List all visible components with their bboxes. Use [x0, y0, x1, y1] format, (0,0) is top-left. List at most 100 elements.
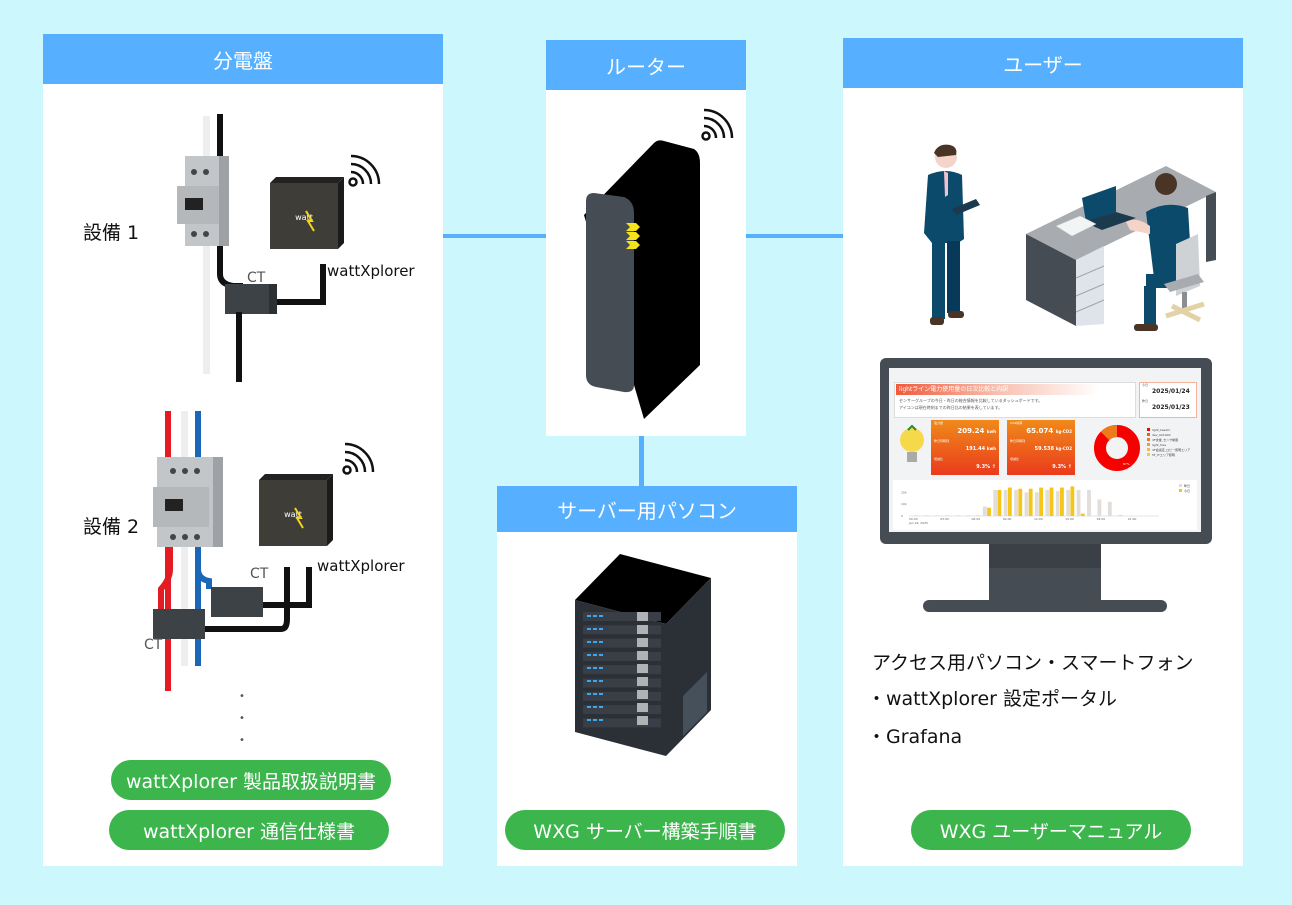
equipment-1-label: 設備 1 [83, 222, 140, 244]
donut-percent-label: 87% [1123, 462, 1130, 466]
server-led [587, 719, 591, 721]
user-list-item-portal: ・wattXplorer 設定ポータル [867, 688, 1117, 710]
server-header: サーバー用パソコン [497, 486, 797, 532]
server-led [599, 615, 603, 617]
server-led [587, 706, 591, 708]
ct-1-label: CT [247, 270, 266, 286]
energy-yesterday-label: 昨日同時刻 [934, 439, 950, 443]
server-led [599, 680, 603, 682]
device-2-label: wattXplorer [317, 557, 405, 575]
server-drive-bay [637, 677, 648, 686]
bar-today [1018, 488, 1023, 516]
chart-legend-item: 昨日 [1179, 484, 1190, 489]
server-led [587, 628, 591, 630]
bar-yesterday [1076, 489, 1081, 516]
server-led [587, 667, 591, 669]
bar-today [1028, 488, 1033, 516]
server-setup-guide-button[interactable]: WXG サーバー構築手順書 [505, 810, 785, 850]
wifi-icon [348, 154, 381, 187]
x-tick-label: 12:00 [1034, 517, 1043, 521]
server-led [593, 706, 597, 708]
bar-today [997, 489, 1002, 516]
donut-chart [1094, 425, 1140, 471]
energy-card: 電力量 209.24 kwh 昨日同時刻 191.44 kwh 増減比 9.3%… [931, 420, 999, 475]
donut-legend-item: light_free [1147, 443, 1190, 448]
server-drive-bay [637, 664, 648, 673]
router-panel: ルーター [546, 40, 746, 436]
communication-spec-button[interactable]: wattXplorer 通信仕様書 [109, 810, 389, 850]
user-list-item-grafana: ・Grafana [867, 726, 963, 748]
dashboard-title-box: lightライン電力使用量の日次比較と内訳 センサーグループの今日・昨日の総合情… [894, 382, 1136, 418]
bar-today [1007, 487, 1012, 516]
bar-today [1070, 486, 1075, 516]
bar-yesterday [1045, 489, 1050, 516]
donut-legend-item: light_kasahi [1147, 428, 1190, 433]
server-drive-bay [637, 690, 648, 699]
server-led [593, 667, 597, 669]
device-1-label: wattXplorer [327, 262, 415, 280]
server-drive-bay [637, 625, 648, 634]
energy-label: 電力量 [934, 421, 944, 425]
equipment-2-label: 設備 2 [83, 516, 140, 538]
y-tick-label: 10k [901, 502, 907, 506]
connector-router-user [746, 234, 843, 238]
wifi-icon [701, 108, 734, 141]
chart-legend-item: 今日 [1179, 489, 1190, 494]
bar-yesterday [1066, 489, 1071, 516]
server-drive-bay [637, 612, 648, 621]
x-tick-label: 21:00 [1128, 517, 1137, 521]
server-led [593, 680, 597, 682]
user-panel: ユーザー [843, 38, 1243, 866]
server-led [593, 719, 597, 721]
wattxplorer-device-1: watt [270, 177, 344, 249]
co2-label: CO2換算 [1010, 421, 1023, 425]
router-header: ルーター [546, 40, 746, 90]
svg-text:watt: watt [295, 213, 313, 222]
server-slot [583, 651, 661, 661]
date-box: 今日 2025/01/24 昨日 2025/01/23 [1139, 382, 1197, 418]
monitor-base [923, 600, 1167, 612]
energy-ratio-label: 増減比 [934, 457, 944, 461]
server-led [587, 641, 591, 643]
server-slot [583, 638, 661, 648]
server-drive-bay [637, 703, 648, 712]
server-led [599, 693, 603, 695]
x-tick-label: 15:00 [1065, 517, 1074, 521]
dashboard-desc-1: センサーグループの今日・昨日の総合情報を比較しているダッシュボードです。 [899, 398, 1043, 403]
distribution-board-panel: 分電盤 設備 1 watt wattXplorer CT 設備 2 [43, 34, 443, 866]
bar-yesterday [993, 489, 998, 516]
server-led [599, 654, 603, 656]
co2-card: CO2換算 65.074 kg-CO2 昨日同時刻 59.538 kg-CO2 … [1007, 420, 1075, 475]
user-manual-button[interactable]: WXG ユーザーマニュアル [911, 810, 1191, 850]
server-led [599, 706, 603, 708]
server-drive-bay [637, 651, 648, 660]
server-drive-bay [637, 716, 648, 725]
bar-yesterday [1107, 501, 1112, 516]
server-led [587, 615, 591, 617]
bar-yesterday [1024, 492, 1029, 516]
distribution-board-header: 分電盤 [43, 34, 443, 84]
y-tick-label: 0 [901, 514, 903, 518]
energy-ratio-value: 9.3% ↑ [976, 464, 996, 470]
co2-ratio-label: 増減比 [1010, 457, 1020, 461]
donut-legend-item: 4F食堂_センサ制御 [1147, 438, 1190, 443]
breaker-1-illustration [177, 114, 326, 382]
server-led [587, 693, 591, 695]
user-header: ユーザー [843, 38, 1243, 88]
server-slot [583, 625, 661, 635]
product-manual-button[interactable]: wattXplorer 製品取扱説明書 [111, 760, 391, 800]
svg-text:watt: watt [284, 510, 302, 519]
server-slot [583, 612, 661, 621]
server-led [593, 693, 597, 695]
co2-yesterday-value: 59.538 kg-CO2 [1034, 446, 1072, 452]
co2-yesterday-label: 昨日同時刻 [1010, 439, 1026, 443]
server-led [587, 680, 591, 682]
x-tick-label: 06:00 [972, 517, 981, 521]
donut-legend-item: 5F_ITエリア照明 [1147, 453, 1190, 458]
x-tick-label: 03:00 [940, 517, 949, 521]
bar-yesterday [1035, 492, 1039, 516]
wifi-icon [342, 442, 375, 475]
bar-yesterday [1097, 499, 1102, 516]
y-tick-label: 20k [901, 490, 907, 494]
